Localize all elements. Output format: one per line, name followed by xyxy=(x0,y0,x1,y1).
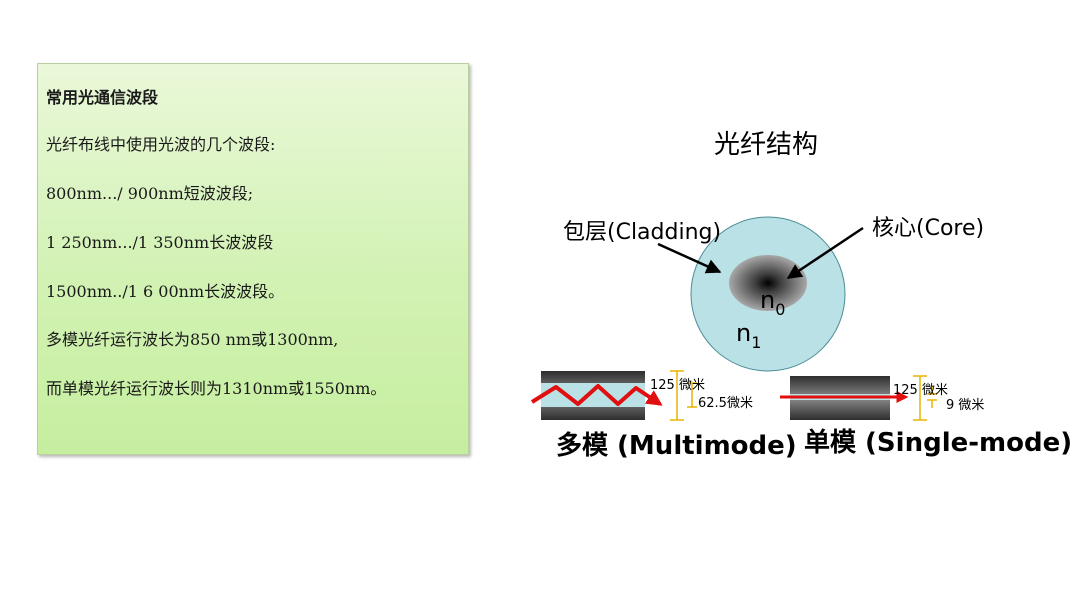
diagram-title: 光纤结构 xyxy=(714,130,818,160)
cladding-arrow xyxy=(657,242,722,274)
n0-label: n0 xyxy=(760,286,785,319)
singlemode-label: 单模 (Single-mode) xyxy=(804,428,1072,458)
multimode-fiber xyxy=(530,371,663,420)
panel-line: 1 250nm.../1 350nm长波波段 xyxy=(46,233,274,252)
singlemode-fiber xyxy=(780,376,909,420)
singlemode-outer-dim: 125 微米 xyxy=(893,383,948,398)
multimode-dimension-marks xyxy=(670,370,697,421)
panel-title: 常用光通信波段 xyxy=(46,88,159,107)
cladding-label: 包层(Cladding) xyxy=(563,220,721,245)
n1-label: n1 xyxy=(736,319,761,352)
multimode-label: 多模 (Multimode) xyxy=(556,431,797,461)
singlemode-core-dim: 9 微米 xyxy=(946,398,984,413)
panel-line: 光纤布线中使用光波的几个波段: xyxy=(46,135,276,154)
panel-line: 800nm.../ 900nm短波波段; xyxy=(46,184,254,203)
multimode-outer-dim: 125 微米 xyxy=(650,378,705,393)
multimode-core-dim: 62.5微米 xyxy=(698,396,753,411)
panel-line: 1500nm../1 6 00nm长波波段。 xyxy=(46,282,285,301)
panel-line: 而单模光纤运行波长则为1310nm或1550nm。 xyxy=(46,379,387,398)
text-panel: 常用光通信波段 光纤布线中使用光波的几个波段: 800nm.../ 900nm短… xyxy=(37,63,469,455)
core-arrow xyxy=(786,226,864,280)
panel-line: 多模光纤运行波长为850 nm或1300nm, xyxy=(46,330,339,349)
core-label: 核心(Core) xyxy=(872,216,984,241)
singlemode-dimension-marks xyxy=(913,375,937,421)
